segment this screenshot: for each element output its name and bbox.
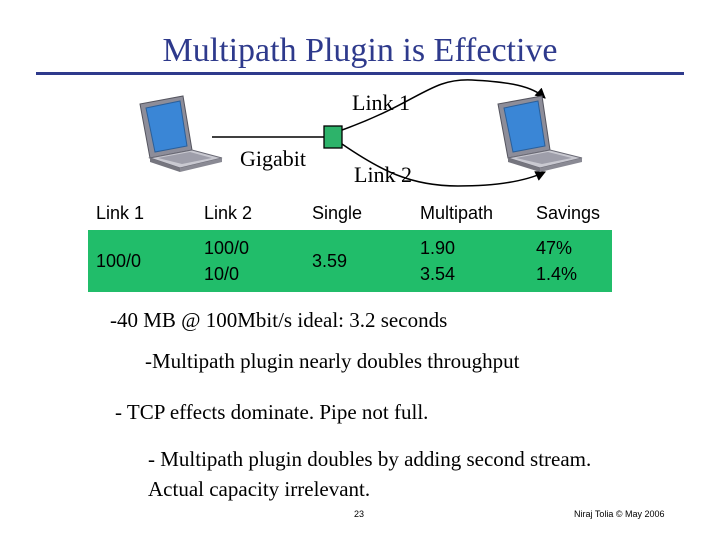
slide-title: Multipath Plugin is Effective xyxy=(162,32,558,69)
cell-link2-line1: 100/0 xyxy=(204,238,250,258)
cell-savings-line1: 47% xyxy=(536,238,573,258)
router-icon xyxy=(323,125,343,149)
bullet-tcp-effects: - TCP effects dominate. Pipe not full. xyxy=(115,400,429,424)
header-multipath: Multipath xyxy=(412,196,528,230)
network-diagram xyxy=(139,79,583,187)
link2-arrow xyxy=(341,143,546,187)
header-single: Single xyxy=(304,196,412,230)
table-header-row: Link 1 Link 2 Single Multipath Savings xyxy=(88,196,612,230)
cell-link1: 100/0 xyxy=(88,230,196,292)
cell-savings: 47% 1.4% xyxy=(528,230,612,292)
link1-label: Link 1 xyxy=(352,90,411,115)
left-laptop-icon xyxy=(139,95,223,172)
cell-link2-line2: 10/0 xyxy=(204,264,240,284)
title-rule xyxy=(36,72,684,75)
bullet-second-stream: - Multipath plugin doubles by adding sec… xyxy=(148,447,592,501)
bullet-throughput: -Multipath plugin nearly doubles through… xyxy=(145,349,520,373)
gigabit-label: Gigabit xyxy=(240,146,306,171)
header-savings: Savings xyxy=(528,196,612,230)
cell-multipath: 1.90 3.54 xyxy=(412,230,528,292)
link2-label: Link 2 xyxy=(354,162,413,187)
right-laptop-icon xyxy=(497,95,583,172)
link1-arrow xyxy=(341,79,546,131)
cell-link2: 100/0 10/0 xyxy=(196,230,304,292)
credit-footer: Niraj Tolia © May 2006 xyxy=(574,509,665,519)
bullet-ideal-time: -40 MB @ 100Mbit/s ideal: 3.2 seconds xyxy=(110,308,448,332)
header-link2: Link 2 xyxy=(196,196,304,230)
cell-multipath-line1: 1.90 xyxy=(420,238,456,258)
results-table: Link 1 Link 2 Single Multipath Savings 1… xyxy=(88,196,612,292)
cell-savings-line2: 1.4% xyxy=(536,264,578,284)
cell-multipath-line2: 3.54 xyxy=(420,264,456,284)
header-link1: Link 1 xyxy=(88,196,196,230)
page-number: 23 xyxy=(354,509,365,519)
table-row: 100/0 100/0 10/0 3.59 1.90 3.54 47% 1.4% xyxy=(88,230,612,292)
cell-single: 3.59 xyxy=(304,230,412,292)
